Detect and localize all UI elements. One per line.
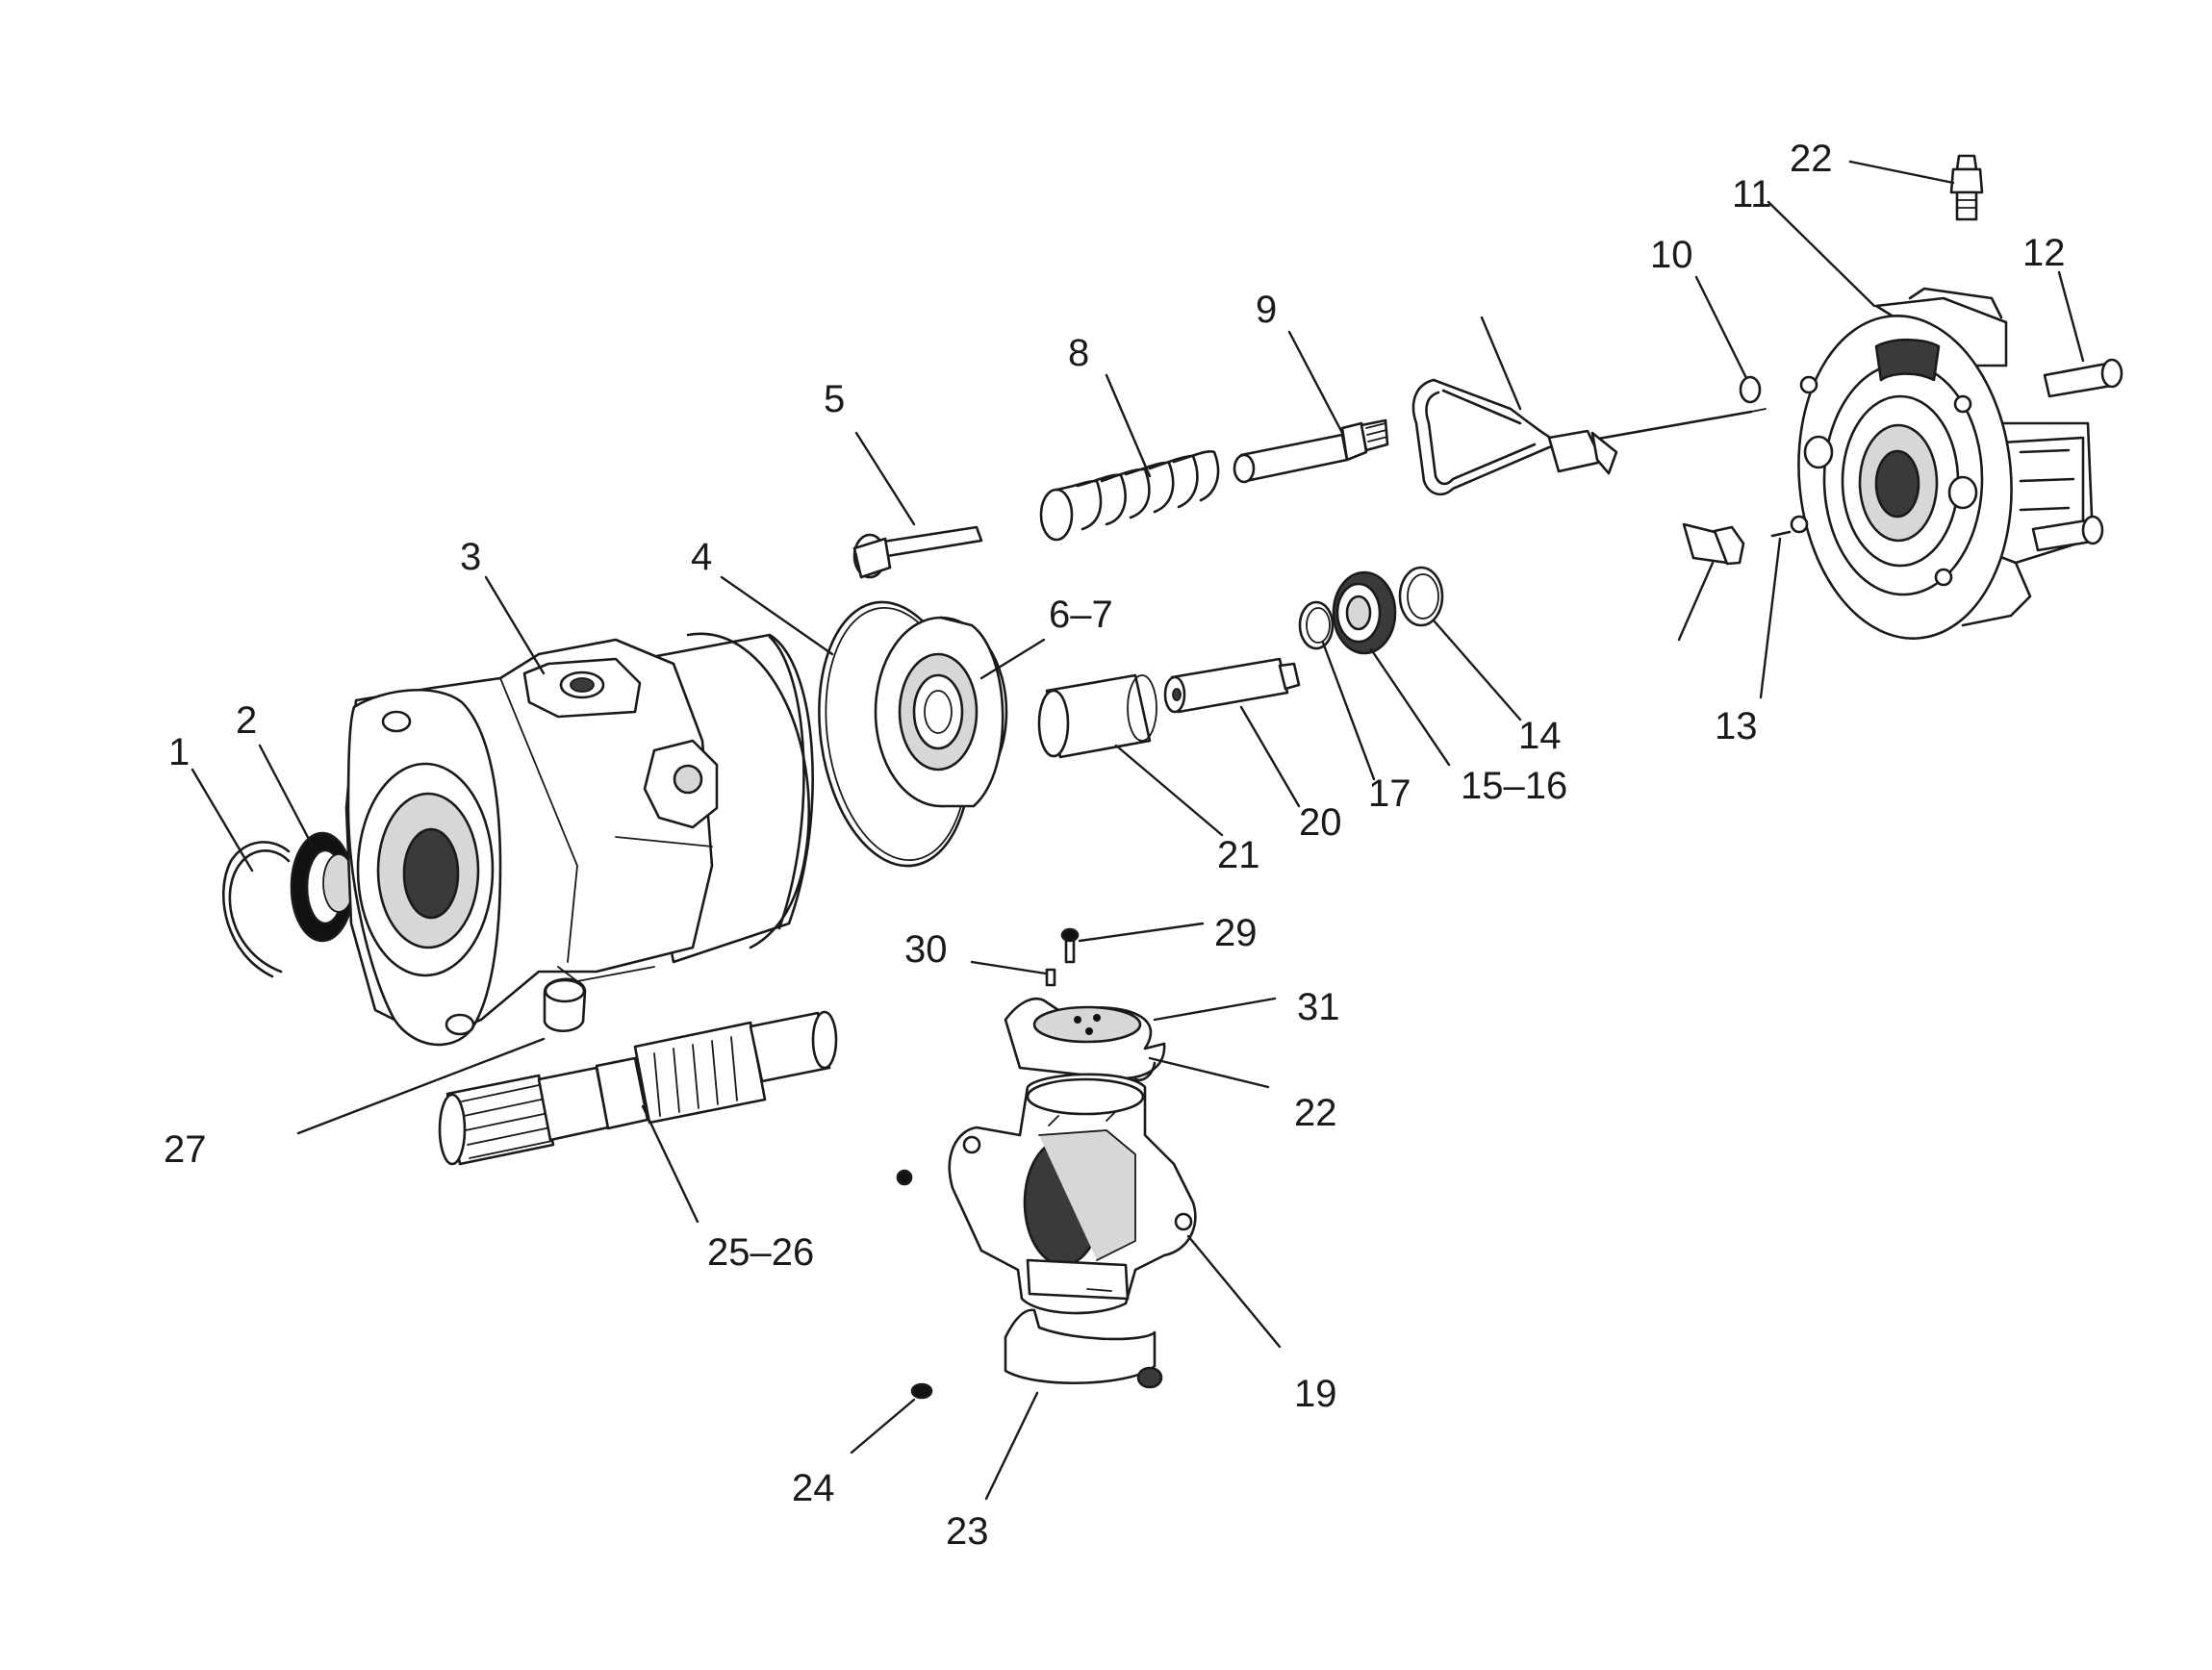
callout-24: 25–26 (707, 1231, 814, 1274)
part-stud-pin (1233, 418, 1389, 484)
callout-14: 14 (1518, 715, 1562, 757)
part-swash-yoke (948, 1073, 1197, 1315)
callout-11: 11 (1732, 173, 1772, 215)
callout-23: 24 (792, 1467, 835, 1509)
part-pin-28 (1045, 968, 1056, 987)
callout-19: 21 (1217, 834, 1260, 876)
callout-2: 2 (236, 699, 257, 742)
callout-15-16: 15–16 (1461, 765, 1567, 807)
part-screw-27 (1060, 927, 1080, 964)
part-set-screw (910, 1382, 933, 1400)
part-ring (1398, 566, 1444, 627)
part-sleeve (1037, 673, 1157, 759)
part-piston (1163, 657, 1301, 714)
callout-3: 3 (460, 536, 481, 578)
callout-labels: 1 2 3 4 5 6–7 8 9 10 11 22 12 13 14 15–1… (164, 138, 2066, 1553)
callout-21: 19 (1294, 1373, 1337, 1415)
part-bleed-fitting (1949, 154, 1984, 221)
callout-6-7: 6–7 (1049, 594, 1113, 636)
callout-20: 22 (1790, 138, 1833, 180)
callout-10: 10 (1650, 234, 1693, 276)
callout-8: 8 (1068, 332, 1089, 374)
part-small-o-ring (1739, 375, 1762, 404)
callout-9: 9 (1256, 289, 1277, 331)
part-cap-screws (2031, 358, 2123, 552)
part-shaft-seal (290, 831, 355, 943)
part-tube-assembly (1411, 378, 1767, 496)
part-retaining-ring (1298, 600, 1335, 650)
part-snap-ring (222, 841, 291, 978)
callout-27: 29 (1214, 912, 1258, 954)
callout-1: 1 (168, 731, 190, 773)
part-drive-shaft (438, 1010, 838, 1166)
part-dowel-pin (1770, 530, 1792, 538)
part-upper-bearing-shell (1004, 997, 1166, 1081)
callout-17: 17 (1368, 772, 1411, 815)
part-bolt (852, 525, 983, 579)
part-end-cover (1790, 287, 2095, 640)
callout-28: 30 (904, 928, 948, 971)
part-pump-housing (344, 632, 814, 1047)
callout-29: 31 (1297, 986, 1340, 1028)
part-lower-bearing-shell (1004, 1308, 1163, 1389)
callout-12: 12 (2022, 232, 2066, 274)
part-spring (1039, 450, 1220, 542)
callout-22-upper: 22 (1294, 1092, 1337, 1134)
callout-13: 13 (1715, 705, 1758, 747)
part-ball-bearing (1332, 570, 1397, 655)
callout-22-lower: 23 (946, 1510, 989, 1553)
leader-lines (191, 160, 2085, 1501)
part-set-screw-small (896, 1169, 913, 1186)
part-valve-plate-bearing (874, 616, 1008, 808)
callout-25-26: 27 (164, 1128, 207, 1171)
callout-4: 4 (691, 536, 712, 578)
part-plug (1682, 522, 1745, 566)
part-drain-plug (543, 977, 587, 1033)
callout-5: 5 (824, 378, 845, 420)
callout-18: 20 (1299, 801, 1342, 844)
